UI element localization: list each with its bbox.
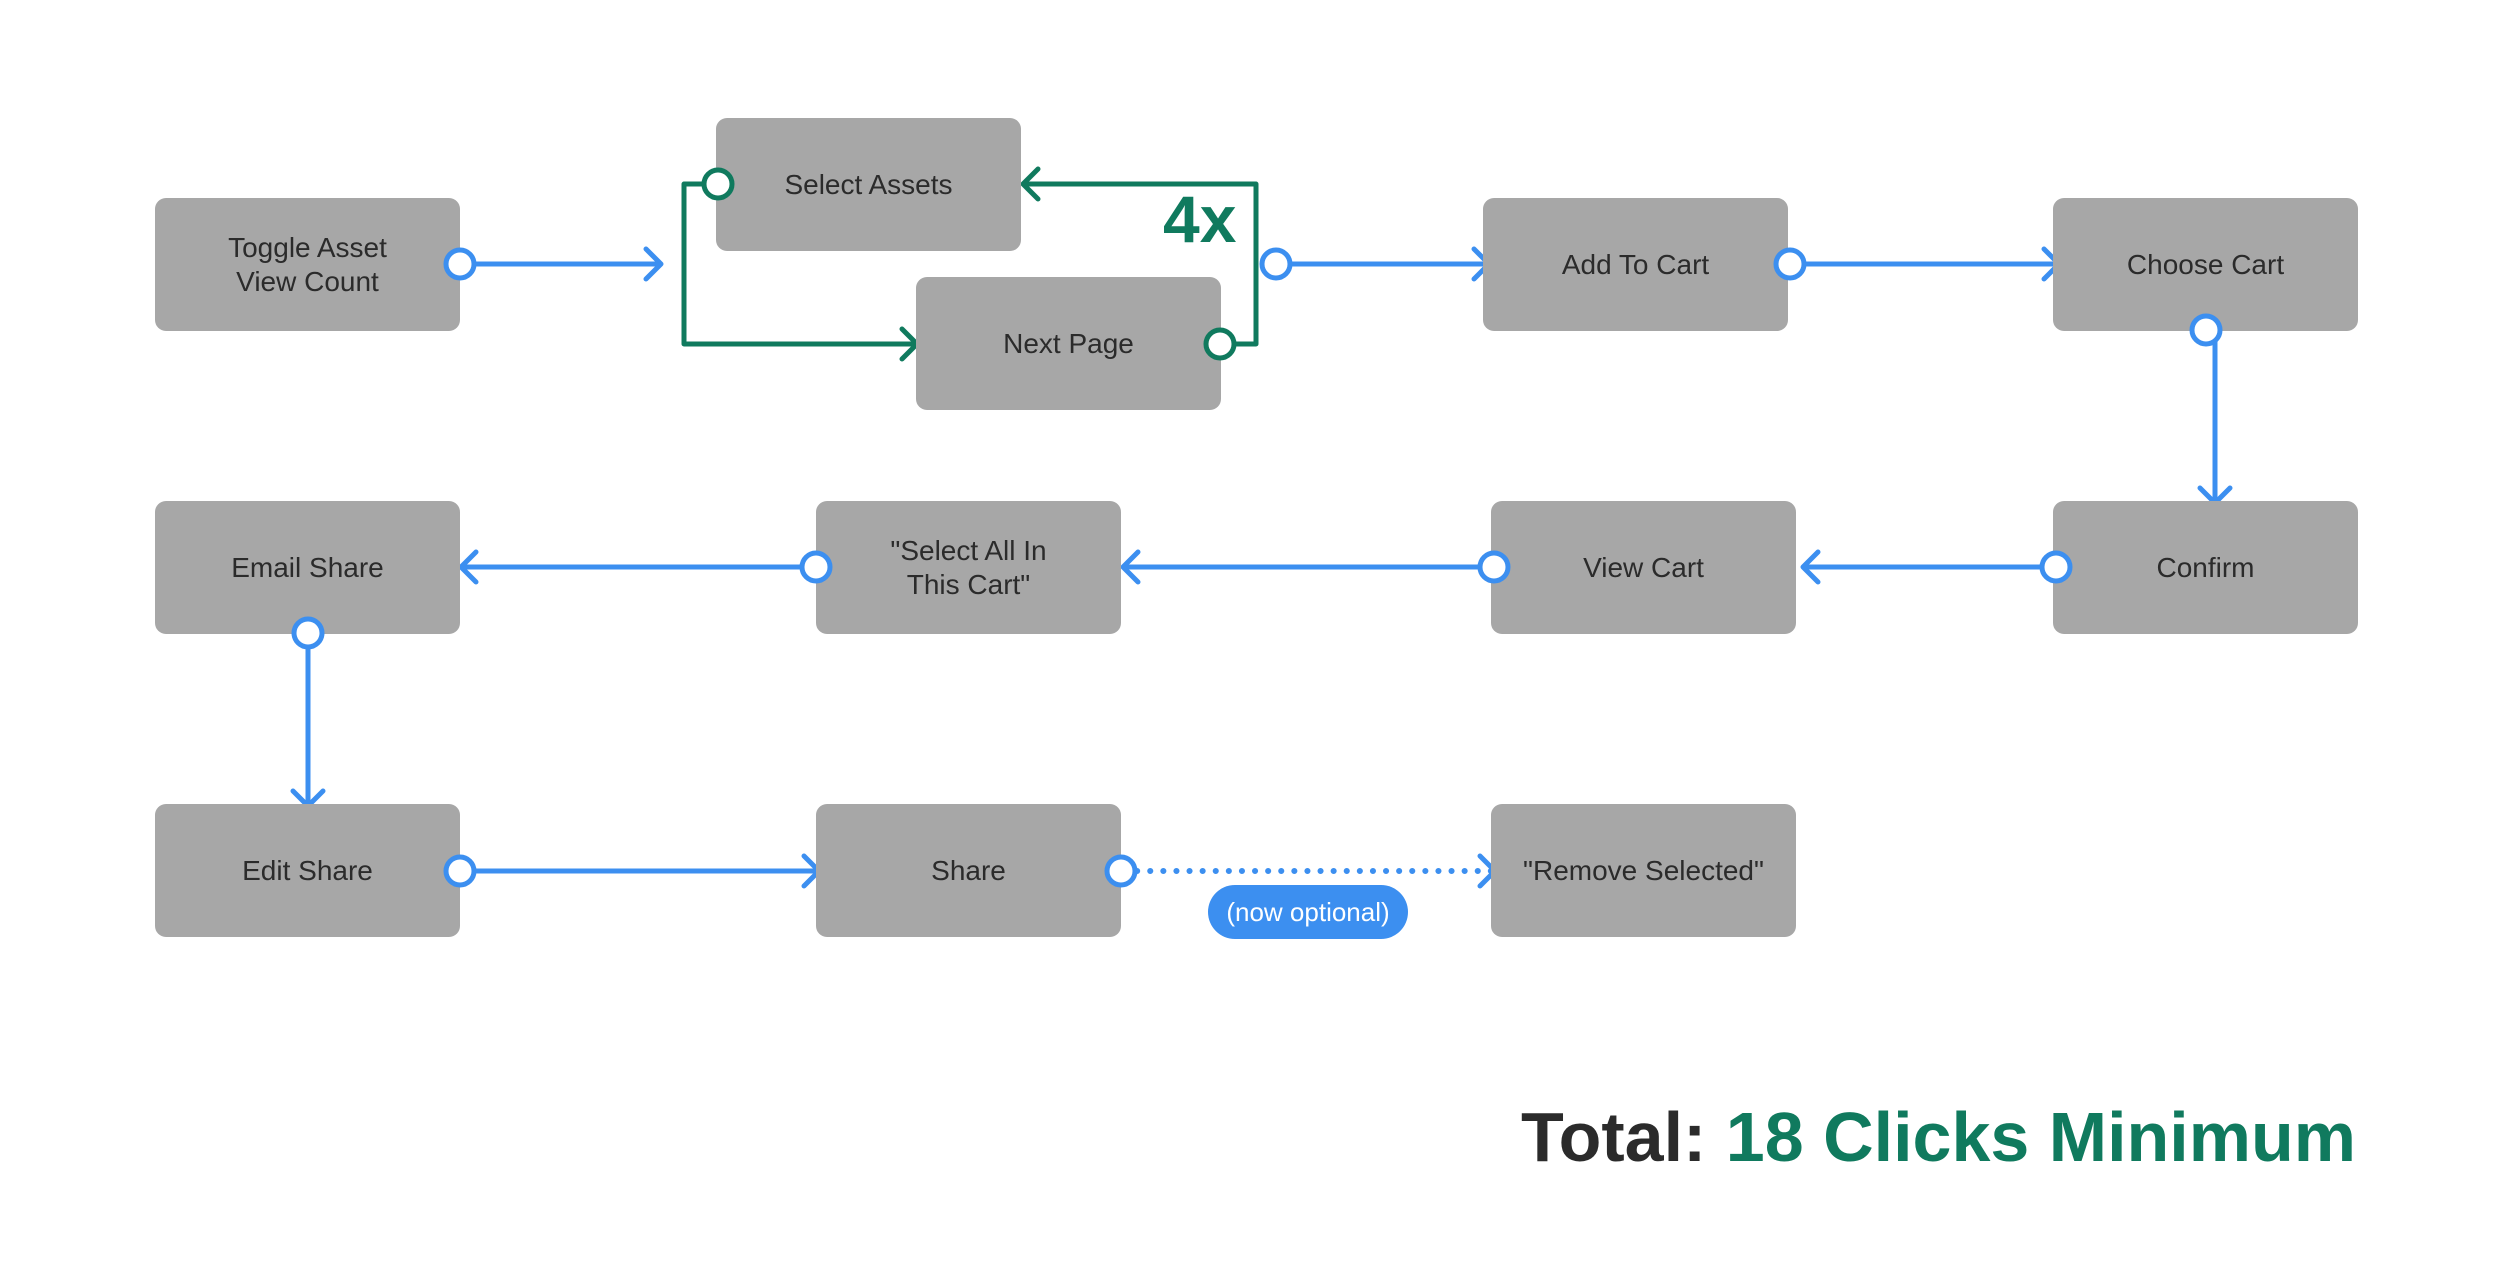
loop-edge-next-page-to-select-assets: [1020, 166, 1259, 347]
loop-count-label: 4x: [1163, 182, 1237, 256]
edge-choose-cart-to-confirm: [2197, 327, 2233, 506]
node-select-assets: Select Assets: [716, 118, 1021, 251]
edge-email-share-to-edit-share: [290, 630, 326, 809]
edge-select-all-to-email-share: [458, 549, 821, 585]
edge-edit-share-to-share: [459, 853, 822, 889]
node-share: Share: [816, 804, 1121, 937]
edge-toggle-to-loop: [459, 246, 664, 282]
node-choose-cart: Choose Cart: [2053, 198, 2358, 331]
total-label: Total:: [1521, 1098, 1707, 1176]
node-toggle-asset-view-count: Toggle Asset View Count: [155, 198, 460, 331]
edge-loop-to-add-to-cart: [1277, 246, 1492, 282]
edge-share-to-remove-selected-dotted: [1121, 853, 1498, 889]
node-edit-share: Edit Share: [155, 804, 460, 937]
node-email-share: Email Share: [155, 501, 460, 634]
node-view-cart: View Cart: [1491, 501, 1796, 634]
node-next-page: Next Page: [916, 277, 1221, 410]
edge-add-to-cart-to-choose-cart: [1791, 246, 2062, 282]
edge-view-cart-to-select-all: [1120, 549, 1500, 585]
node-confirm: Confirm: [2053, 501, 2358, 634]
node-select-all-in-this-cart: "Select All In This Cart": [816, 501, 1121, 634]
node-remove-selected: "Remove Selected": [1491, 804, 1796, 937]
total-value: 18 Clicks Minimum: [1725, 1098, 2356, 1176]
node-add-to-cart: Add To Cart: [1483, 198, 1788, 331]
total-summary: Total: 18 Clicks Minimum: [1521, 1102, 2356, 1172]
optional-badge: (now optional): [1208, 885, 1408, 939]
edge-confirm-to-view-cart: [1800, 549, 2063, 585]
